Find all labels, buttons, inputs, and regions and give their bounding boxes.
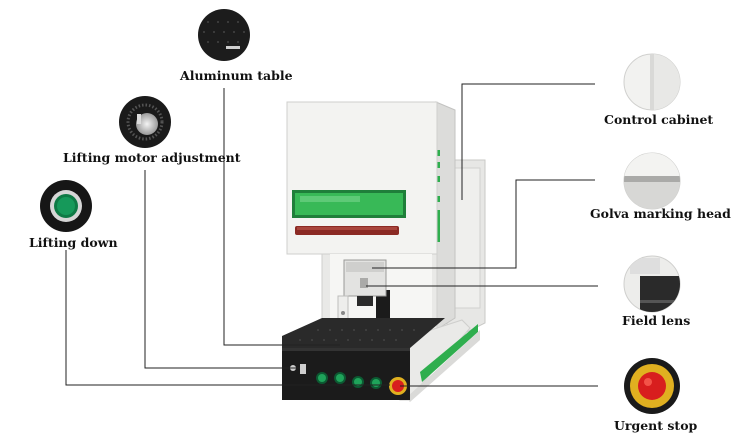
label-lifting-motor-adjustment: Lifting motor adjustment — [63, 150, 241, 165]
aluminum-table-thumbnail — [198, 9, 250, 61]
control-cabinet-thumbnail — [623, 53, 681, 111]
aluminum-table — [282, 318, 445, 348]
label-field-lens: Field lens — [622, 313, 691, 328]
label-golva-marking-head: Golva marking head — [590, 206, 731, 221]
line-lifting-motor — [144, 170, 300, 369]
label-urgent-stop: Urgent stop — [614, 418, 698, 433]
label-control-cabinet: Control cabinet — [604, 112, 714, 127]
laser-marking-machine — [282, 101, 486, 402]
field-lens-thumbnail — [623, 255, 681, 313]
line-control-cabinet — [461, 83, 595, 200]
line-aluminum-table — [223, 88, 340, 346]
label-aluminum-table: Aluminum table — [180, 68, 293, 83]
label-lifting-down: Lifting down — [29, 235, 118, 250]
field-lens — [357, 296, 373, 306]
lifting-motor-thumbnail — [119, 96, 171, 148]
marking-head-thumbnail — [623, 152, 681, 210]
base-green-stripe — [420, 324, 478, 382]
urgent-stop-thumbnail — [624, 358, 680, 414]
line-lifting-down — [65, 250, 390, 386]
line-marking-head — [372, 179, 595, 269]
callout-lines — [65, 83, 598, 387]
lifting-down-thumbnail — [40, 180, 92, 232]
